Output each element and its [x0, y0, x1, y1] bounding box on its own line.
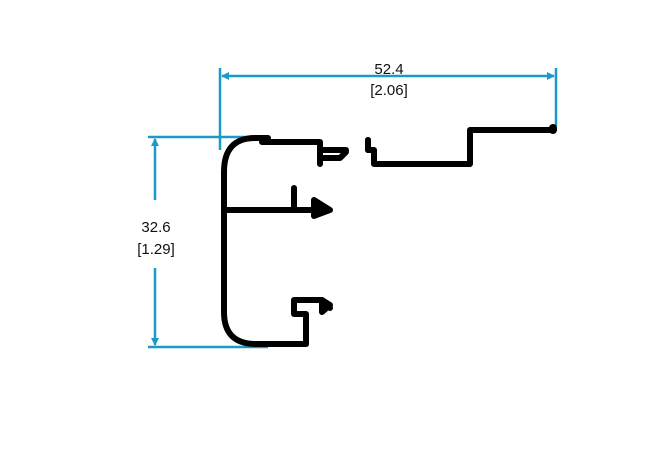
profile-top-flange [259, 127, 556, 167]
profile-outer-frame [221, 135, 309, 347]
height-imperial-label: [1.29] [137, 241, 175, 258]
width-metric-label: 52.4 [374, 61, 403, 78]
height-dimension: 32.6 [1.29] [137, 135, 268, 349]
width-imperial-label: [2.06] [370, 82, 408, 99]
profile-top-clip [319, 149, 349, 161]
extrusion-profile [221, 124, 557, 347]
profile-bottom-hook-tip [319, 297, 333, 315]
width-dimension: 52.4 [2.06] [218, 61, 558, 150]
profile-middle-rib-tip [311, 197, 333, 219]
height-metric-label: 32.6 [141, 219, 170, 236]
